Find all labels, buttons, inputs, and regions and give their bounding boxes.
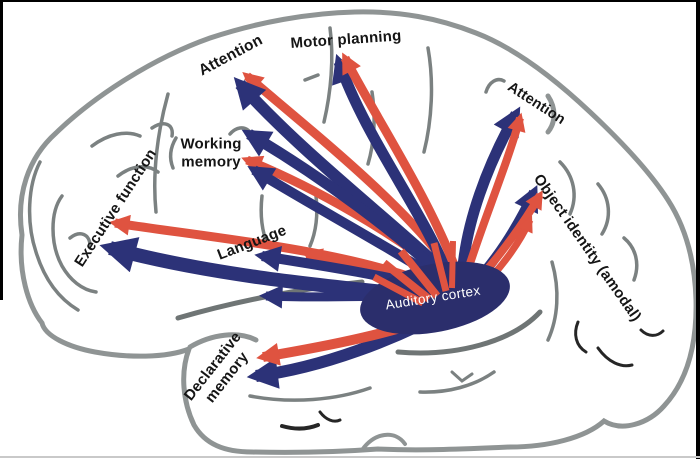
brain-sulci — [27, 26, 639, 402]
label-working-memory: Working memory — [180, 135, 242, 170]
border-top — [0, 0, 700, 2]
border-left — [0, 0, 3, 300]
arrow-red-attention-right — [462, 112, 526, 278]
border-bottom — [0, 456, 700, 458]
border-right — [696, 0, 700, 459]
arrow-red-motor-planning — [341, 52, 461, 272]
brain-sulci-dark — [280, 320, 665, 431]
arrow-tails-burst — [372, 240, 456, 307]
arrow-blue-attention-right — [456, 106, 521, 282]
brain-outline — [18, 9, 699, 455]
auditory-cortex-hub — [360, 261, 510, 335]
